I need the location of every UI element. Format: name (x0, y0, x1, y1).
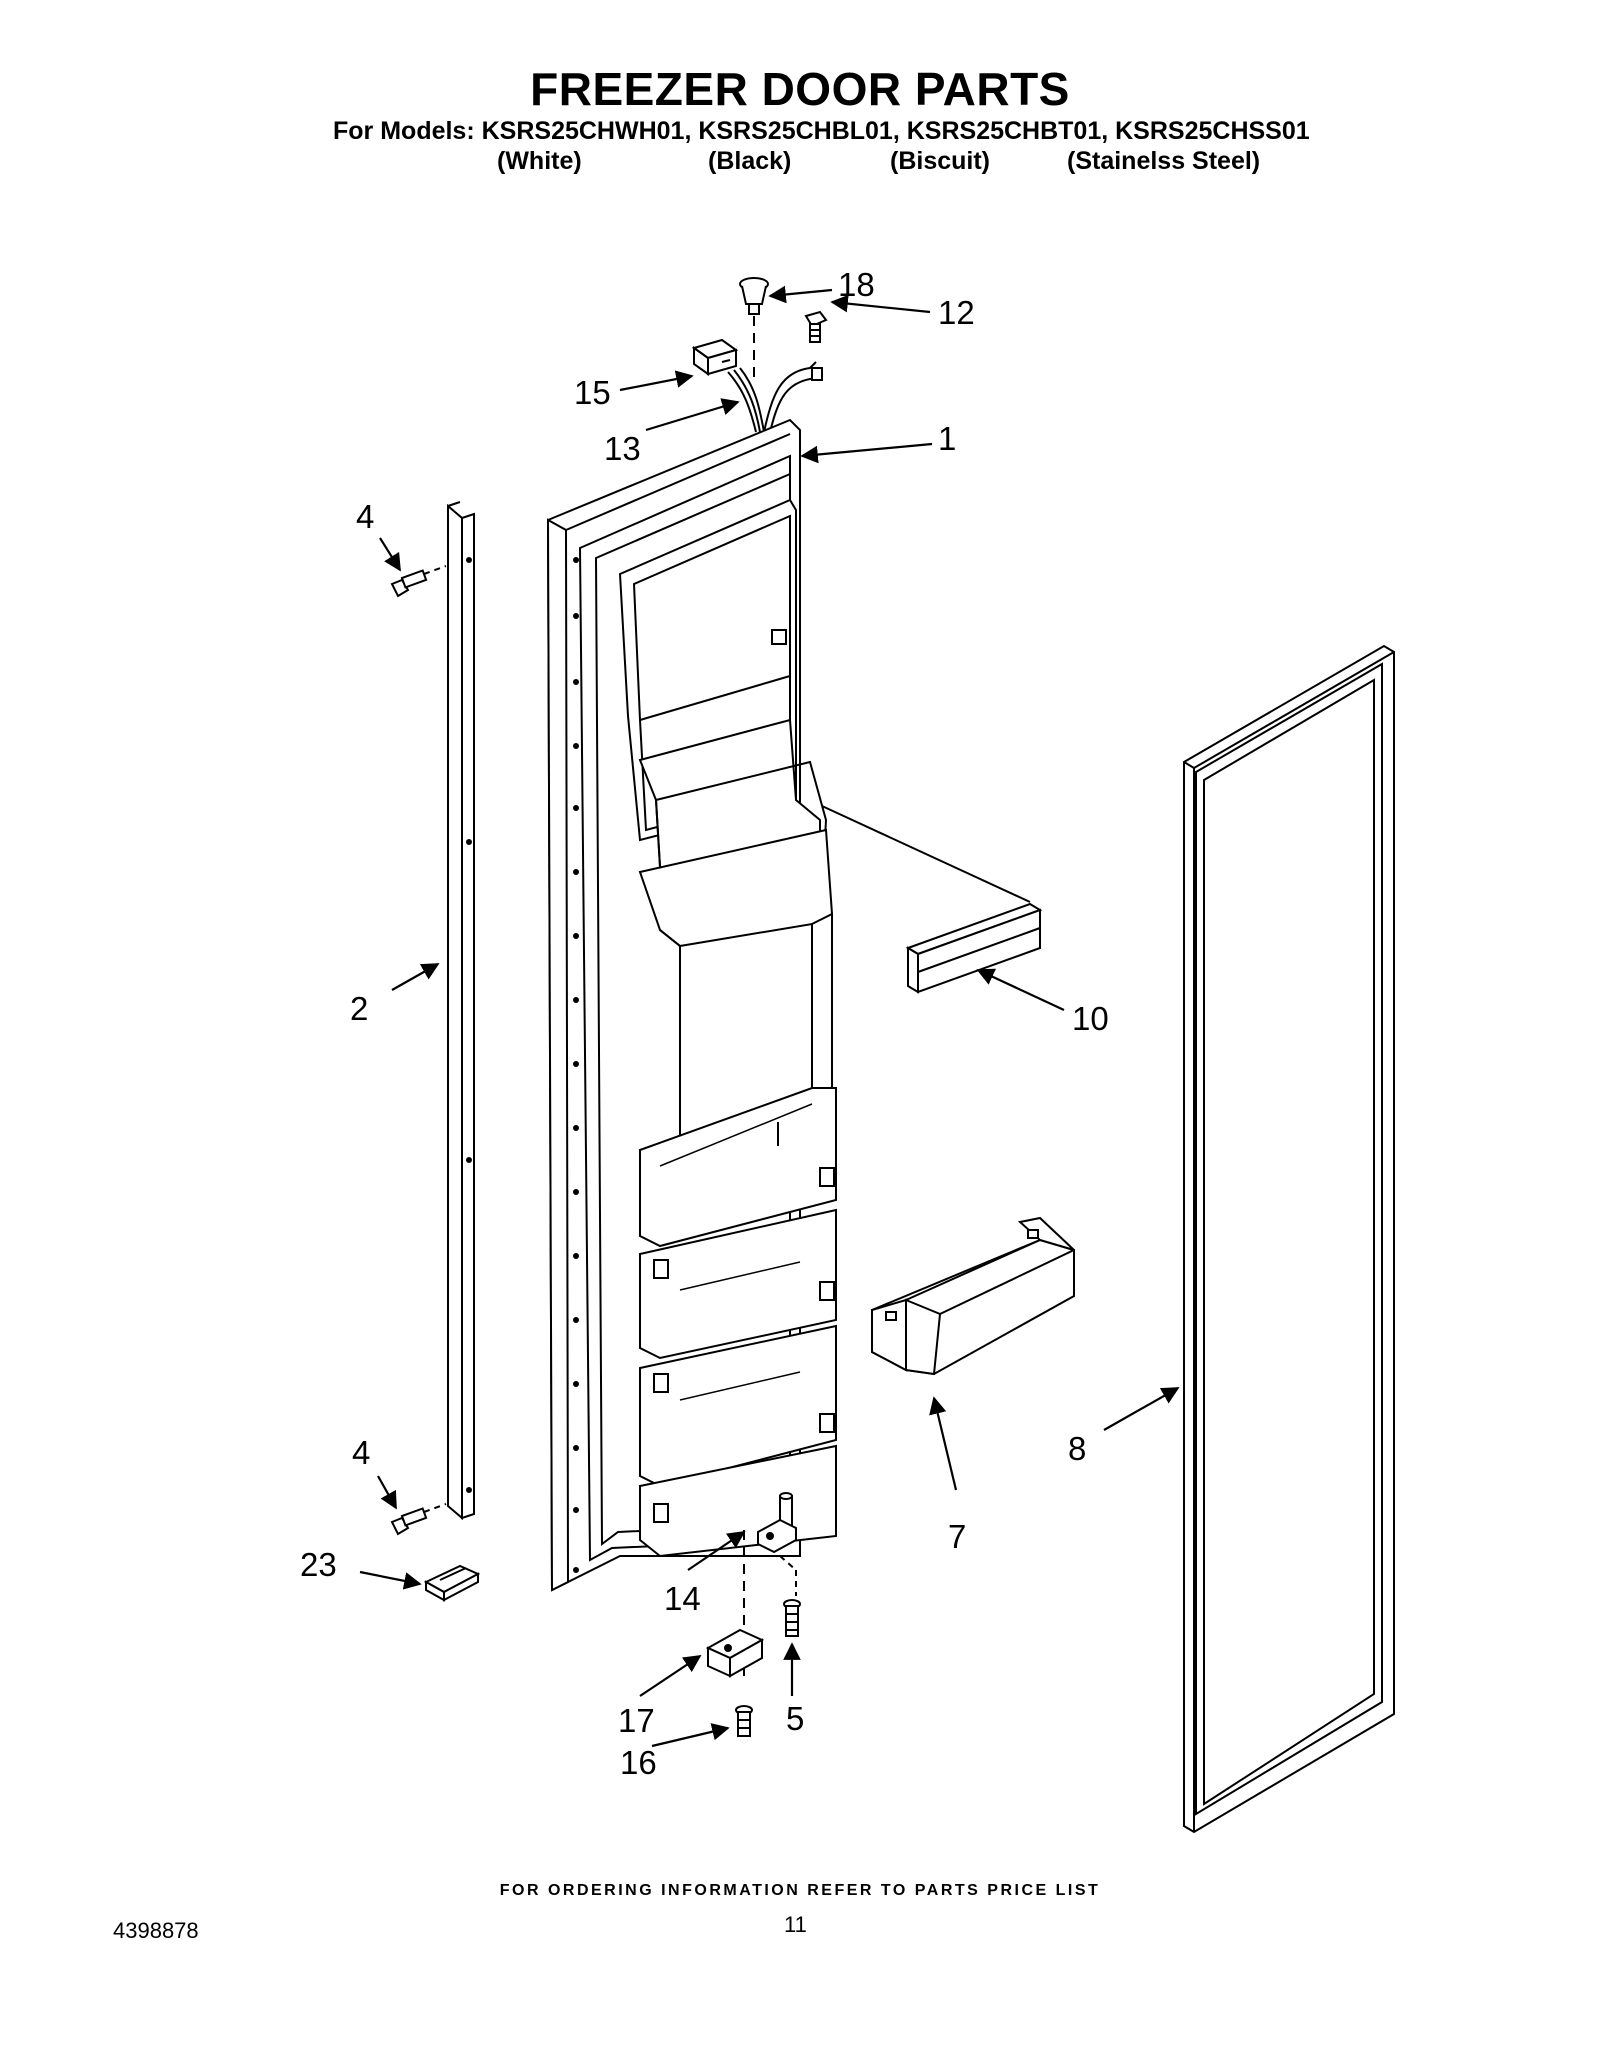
arrow-12 (830, 294, 931, 314)
part-12-screw (804, 310, 828, 343)
arrow-4b (377, 1475, 397, 1510)
callout-4-bottom: 4 (352, 1434, 370, 1471)
part-8-gasket (1183, 644, 1395, 1834)
callout-14: 14 (664, 1580, 701, 1617)
callout-8: 8 (1068, 1430, 1086, 1467)
color-stainless: (Stainelss Steel) (1067, 147, 1261, 175)
models-line: For Models: KSRS25CHWH01, KSRS25CHBL01, … (333, 117, 1310, 145)
arrow-2 (391, 963, 440, 991)
part-7-door-bin (871, 1216, 1075, 1376)
callout-5: 5 (786, 1700, 804, 1737)
callout-7: 7 (948, 1518, 966, 1555)
callout-23: 23 (300, 1546, 337, 1583)
leader-arrows (359, 285, 1180, 1748)
part-2-trim-strip (447, 501, 475, 1521)
callout-4-top: 4 (356, 498, 374, 535)
part-15-connector (691, 338, 739, 376)
part-4-screw-top (390, 569, 428, 598)
callout-18: 18 (838, 266, 875, 303)
arrow-1 (800, 442, 933, 464)
callout-13: 13 (604, 430, 641, 467)
part-1-door-liner (546, 418, 837, 1592)
ordering-info-note: FOR ORDERING INFORMATION REFER TO PARTS … (499, 1882, 1101, 1899)
part-5-screw (783, 1599, 801, 1637)
callout-15: 15 (574, 374, 611, 411)
arrow-14 (687, 1531, 746, 1571)
arrow-16 (651, 1723, 730, 1748)
arrow-4a (379, 537, 401, 572)
color-white: (White) (497, 147, 582, 175)
arrow-23 (359, 1570, 422, 1590)
arrow-17 (639, 1655, 702, 1697)
part-18-plug (739, 277, 769, 315)
callout-1: 1 (938, 420, 956, 457)
document-number: 4398878 (113, 1918, 199, 1943)
part-23-cap (423, 1564, 481, 1602)
callout-12: 12 (938, 294, 975, 331)
part-13-wire-harness (727, 361, 823, 433)
arrow-7 (929, 1396, 958, 1491)
callout-10: 10 (1072, 1000, 1109, 1037)
color-biscuit: (Biscuit) (890, 147, 990, 175)
arrow-18 (768, 285, 833, 304)
part-4-screw-bottom (390, 1507, 428, 1536)
page-number: 11 (784, 1912, 807, 1937)
arrow-13 (645, 398, 740, 432)
callout-labels: 18 12 15 13 1 4 2 10 8 7 4 23 14 5 17 16 (300, 266, 1109, 1781)
part-17-hinge-block (705, 1628, 765, 1678)
color-black: (Black) (708, 147, 792, 175)
arrow-8 (1103, 1387, 1180, 1431)
callout-17: 17 (618, 1702, 655, 1739)
part-10-rail (905, 902, 1043, 994)
callout-2: 2 (350, 990, 368, 1027)
page-title: FREEZER DOOR PARTS (530, 63, 1070, 115)
part-14-hinge (757, 1492, 797, 1554)
part-16-screw (735, 1705, 753, 1737)
arrow-15 (619, 370, 694, 392)
callout-16: 16 (620, 1744, 657, 1781)
arrow-10 (976, 968, 1065, 1011)
